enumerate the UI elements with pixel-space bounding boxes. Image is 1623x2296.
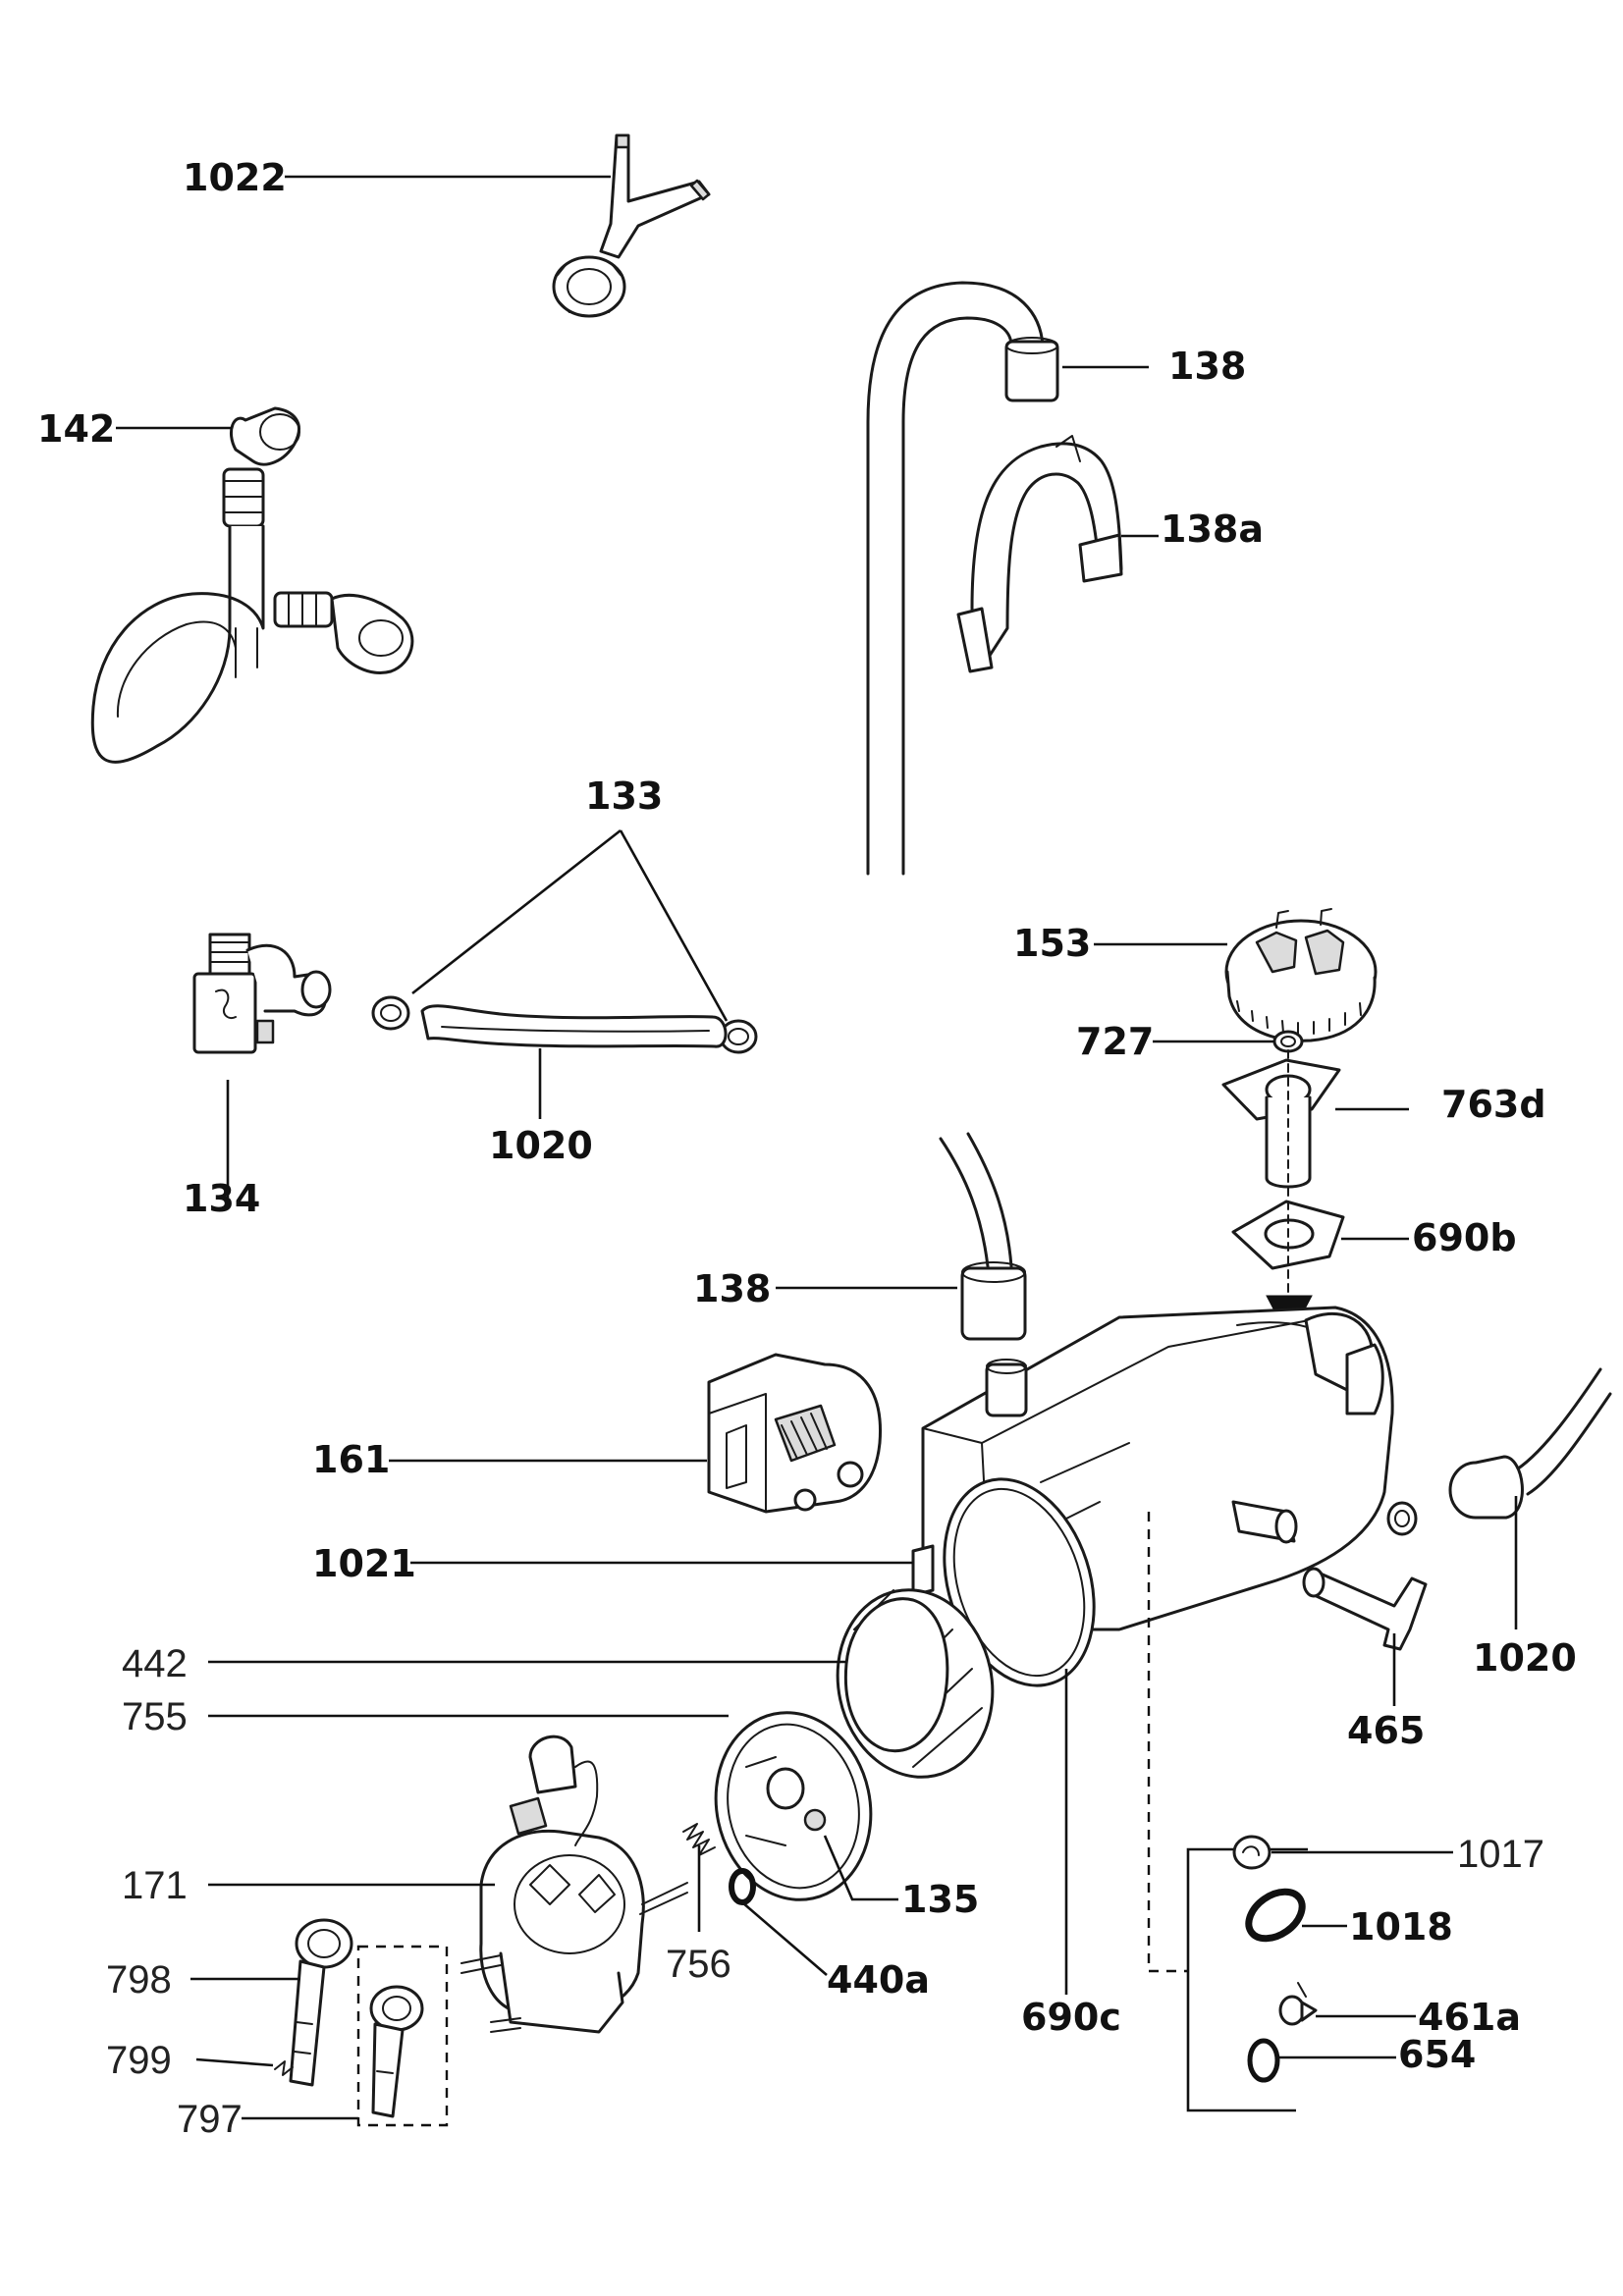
part-1018-gasket	[1245, 1888, 1306, 1943]
label-1022: 1022	[183, 156, 287, 199]
label-756: 756	[666, 1943, 731, 1986]
label-440a: 440a	[827, 1958, 930, 2002]
label-138a: 138a	[1161, 507, 1264, 551]
label-461a: 461a	[1418, 1996, 1521, 2039]
label-133: 133	[585, 774, 663, 818]
part-798-brush-holder	[289, 1918, 353, 2087]
label-142: 142	[37, 407, 115, 451]
part-654-o-ring	[1247, 2038, 1280, 2083]
part-138-hose-cuff	[939, 1132, 1027, 1341]
label-763d: 763d	[1441, 1083, 1546, 1126]
label-1020-right: 1020	[1473, 1636, 1577, 1680]
part-171-motor	[460, 1735, 688, 2034]
label-138-mid: 138	[693, 1267, 771, 1310]
part-461a-valve	[1278, 1982, 1318, 2026]
part-1020-short-hose	[420, 1004, 728, 1048]
label-1018: 1018	[1349, 1905, 1453, 1949]
label-161: 161	[312, 1438, 390, 1481]
part-153-pressure-switch	[1224, 908, 1378, 1042]
label-799: 799	[106, 2039, 172, 2082]
label-171: 171	[122, 1864, 188, 1907]
part-690c-ring-gasket	[943, 1477, 1096, 1687]
part-138-drain-hose	[866, 281, 1059, 876]
label-134: 134	[183, 1177, 260, 1220]
part-labels: 1022 142 138 138a 133 134 1020 153 727 7…	[37, 156, 1577, 2141]
label-1017: 1017	[1457, 1833, 1544, 1876]
part-133-clamp-left	[371, 995, 410, 1031]
label-755: 755	[122, 1695, 188, 1738]
part-465-outlet-pipe	[1302, 1567, 1428, 1651]
part-161-drain-pump	[707, 1353, 883, 1514]
part-799-pin	[274, 2060, 294, 2076]
part-763d-gasket-tube	[1221, 1058, 1341, 1189]
label-798: 798	[106, 1958, 172, 2002]
label-442: 442	[122, 1642, 188, 1685]
part-756-spring	[682, 1823, 716, 1856]
part-442-impeller	[836, 1588, 995, 1779]
part-727-o-ring	[1272, 1030, 1304, 1053]
label-1020-left: 1020	[489, 1124, 593, 1167]
label-153: 153	[1013, 922, 1091, 965]
label-135: 135	[901, 1878, 979, 1921]
part-142-inlet-hose	[90, 406, 414, 764]
label-138-top: 138	[1168, 345, 1246, 388]
part-1020-hose-right	[1448, 1367, 1612, 1520]
part-797-brush-holder	[356, 1945, 449, 2127]
label-465: 465	[1347, 1709, 1425, 1752]
label-727: 727	[1076, 1020, 1154, 1063]
label-690c: 690c	[1021, 1996, 1121, 2039]
part-clamp-small	[1386, 1501, 1418, 1536]
label-797: 797	[177, 2098, 243, 2141]
label-690b: 690b	[1412, 1216, 1517, 1259]
leader-lines	[116, 175, 1518, 2120]
label-654: 654	[1398, 2033, 1476, 2076]
part-1017-cap	[1232, 1835, 1271, 1870]
part-138a-hose-bracket	[956, 435, 1123, 673]
label-1021: 1021	[312, 1542, 416, 1585]
part-440a-o-ring	[729, 1868, 756, 1905]
part-1022-y-connector	[552, 133, 711, 318]
part-134-inlet-valve	[192, 933, 332, 1054]
